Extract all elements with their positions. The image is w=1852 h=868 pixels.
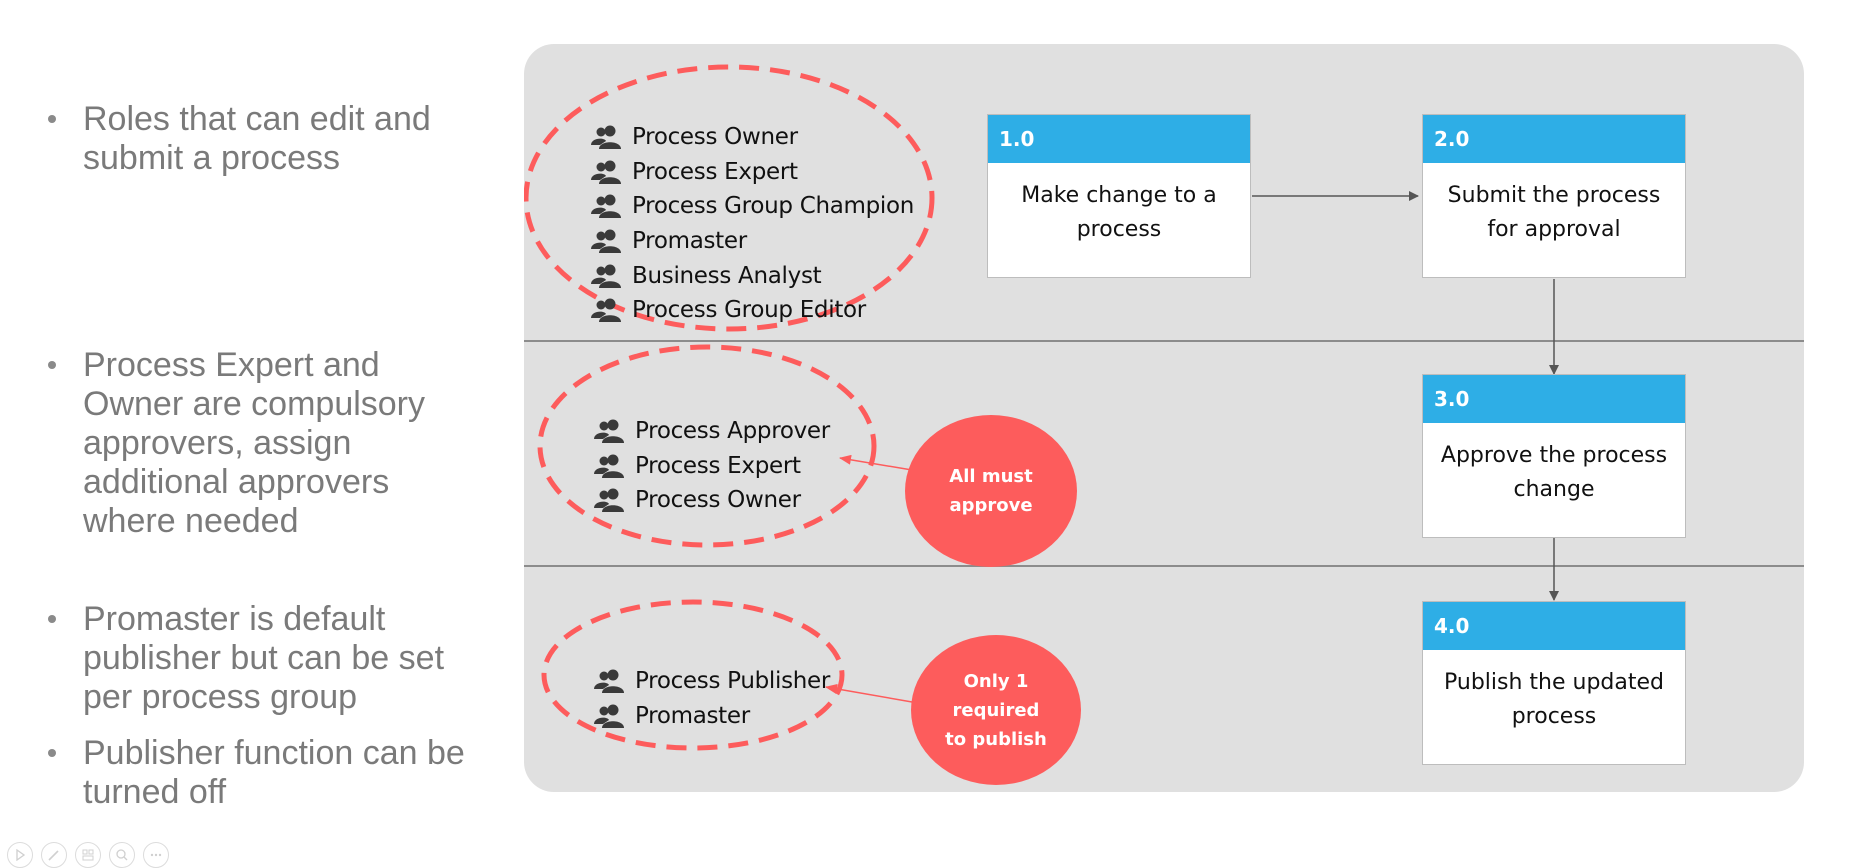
process-step-3[interactable]: 3.0 Approve the process change	[1422, 374, 1686, 538]
process-step-1[interactable]: 1.0 Make change to a process	[987, 114, 1251, 278]
role-list-publish: Process Publisher Promaster	[593, 664, 830, 733]
bullet-dot	[48, 749, 56, 757]
users-icon	[591, 229, 621, 254]
slideshow-toolbar	[7, 842, 169, 868]
diagram-connectors	[524, 64, 1559, 751]
role-item: Promaster	[593, 699, 830, 734]
bullet-text: Process Expert and Owner are compulsory …	[83, 346, 426, 540]
pen-button[interactable]	[41, 842, 67, 868]
lane-divider	[524, 340, 1804, 342]
slides-button[interactable]	[75, 842, 101, 868]
role-label: Process Group Champion	[632, 193, 915, 220]
play-button[interactable]	[7, 842, 33, 868]
role-item: Promaster	[590, 224, 914, 259]
role-label: Process Owner	[632, 124, 798, 151]
step-label: Submit the process for approval	[1447, 183, 1661, 242]
roles-ellipse-publish	[541, 599, 845, 751]
role-label: Process Group Editor	[632, 297, 866, 324]
step-number: 3.0	[1423, 375, 1685, 423]
role-item: Process Group Editor	[590, 293, 914, 328]
role-label: Process Publisher	[635, 668, 831, 695]
role-label: Promaster	[632, 228, 747, 255]
users-icon	[594, 704, 624, 728]
users-icon	[594, 419, 624, 444]
more-icon	[150, 853, 162, 857]
role-list-approve: Process Approver Process Expert Process …	[593, 414, 830, 518]
users-icon	[594, 669, 624, 694]
role-label: Promaster	[635, 702, 750, 729]
process-step-4[interactable]: 4.0 Publish the updated process	[1422, 601, 1686, 765]
process-step-2[interactable]: 2.0 Submit the process for approval	[1422, 114, 1686, 278]
users-icon	[594, 488, 624, 513]
role-label: Process Expert	[632, 158, 798, 185]
bullet-text: Publisher function can be turned off	[83, 734, 465, 811]
roles-ellipse-edit	[524, 64, 935, 332]
callout-only-one-publish: Only 1 required to publish	[911, 635, 1081, 785]
pen-icon	[48, 850, 59, 861]
lane-divider	[524, 565, 1804, 567]
bullet-dot	[48, 361, 56, 369]
role-item: Process Owner	[593, 483, 830, 518]
step-number: 4.0	[1423, 602, 1685, 650]
step-label: Make change to a process	[1021, 183, 1217, 242]
bullet-dot	[48, 115, 56, 123]
users-icon	[591, 298, 621, 323]
role-list-edit: Process Owner Process Expert Process Gro…	[590, 120, 914, 328]
role-item: Process Group Champion	[590, 189, 914, 224]
roles-ellipse-approve	[537, 344, 877, 548]
play-icon	[16, 849, 26, 861]
role-label: Process Owner	[635, 487, 801, 514]
step-number: 2.0	[1423, 115, 1685, 163]
role-item: Process Expert	[590, 155, 914, 190]
step-label: Publish the updated process	[1444, 670, 1664, 729]
bullet-list: Roles that can edit and submit a process…	[0, 0, 520, 860]
role-label: Process Approver	[635, 418, 830, 445]
more-button[interactable]	[143, 842, 169, 868]
bullet-text: Promaster is default publisher but can b…	[83, 600, 445, 716]
role-item: Process Expert	[593, 449, 830, 484]
swimlane-diagram: Process Owner Process Expert Process Gro…	[524, 44, 1804, 792]
role-label: Process Expert	[635, 452, 801, 479]
role-item: Process Approver	[593, 414, 830, 449]
step-label: Approve the process change	[1440, 443, 1668, 502]
role-item: Process Publisher	[593, 664, 830, 699]
users-icon	[591, 160, 621, 184]
callout-all-must-approve: All must approve	[905, 415, 1077, 567]
users-icon	[591, 264, 621, 288]
zoom-button[interactable]	[109, 842, 135, 868]
users-icon	[591, 125, 621, 150]
step-number: 1.0	[988, 115, 1250, 163]
role-label: Business Analyst	[632, 262, 822, 289]
users-icon	[591, 194, 621, 219]
role-item: Business Analyst	[590, 258, 914, 293]
users-icon	[594, 454, 624, 478]
bullet-text: Roles that can edit and submit a process	[83, 100, 431, 177]
bullet-dot	[48, 615, 56, 623]
role-item: Process Owner	[590, 120, 914, 155]
